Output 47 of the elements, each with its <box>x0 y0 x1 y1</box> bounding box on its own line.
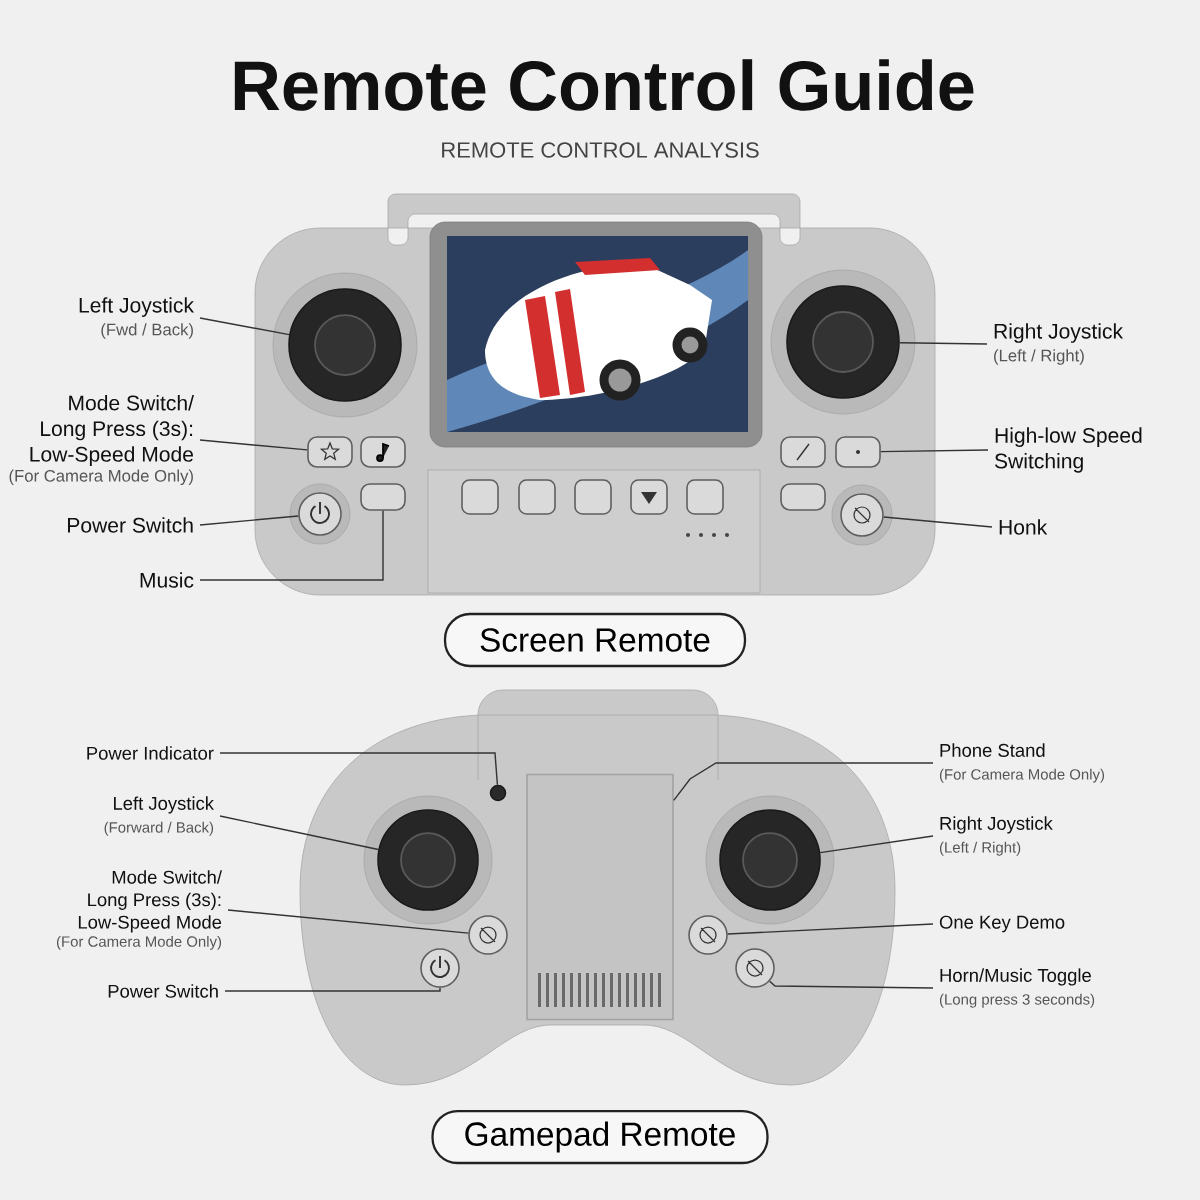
music-button <box>360 483 406 511</box>
leader-line <box>199 515 299 526</box>
callout-label: Honk <box>999 519 1048 535</box>
mode-button <box>468 915 508 955</box>
power-button <box>420 948 460 988</box>
leader-line <box>224 987 441 992</box>
horn-button <box>735 948 775 988</box>
leader-line <box>883 516 993 528</box>
mode-button <box>307 436 353 468</box>
leader-line <box>219 752 499 786</box>
leader-line <box>199 510 384 581</box>
leader-line <box>819 835 934 854</box>
callout-label: Power Switch <box>68 517 193 533</box>
callout-label: Power Indicator <box>87 746 214 760</box>
callout-label: Right Joystick (Left / Right) <box>994 323 1124 365</box>
leader-line <box>219 815 380 851</box>
sound-button <box>780 436 826 468</box>
caption-pill: Gamepad Remote <box>431 1109 769 1165</box>
leader-line <box>199 317 290 336</box>
leader-line <box>673 762 934 801</box>
blank-button <box>780 483 826 511</box>
callout-label: Mode Switch/ Long Press (3s): Low-Speed Mode (For Camera Mode Only) <box>9 395 194 486</box>
indicator-light <box>489 784 507 802</box>
callout-label: Right Joystick (Left / Right) <box>939 816 1053 856</box>
title: Remote Control Guide <box>234 59 974 111</box>
callout-label: Music <box>140 572 194 588</box>
subtitle: REMOTE CONTROL ANALYSIS <box>442 142 759 158</box>
phone-stand <box>526 773 674 1021</box>
callout-label: Mode Switch/ Long Press (3s): Low-Speed Mode (For Camera Mode Only) <box>56 870 222 950</box>
power-button <box>298 492 342 536</box>
callout-label: Phone Stand (For Camera Mode Only) <box>939 743 1105 783</box>
callout-label: Power Switch <box>108 984 218 998</box>
leader-line <box>227 909 469 934</box>
callout-label: High-low Speed Switching <box>995 427 1142 473</box>
demo-button <box>688 915 728 955</box>
callout-label: One Key Demo <box>939 915 1065 933</box>
speed-button <box>835 436 881 468</box>
horn-button <box>840 493 884 537</box>
leader-line <box>727 923 934 935</box>
leader-line <box>199 439 308 451</box>
callout-label: Left Joystick (Fwd / Back) <box>79 297 194 339</box>
callout-label: Horn/Music Toggle (Long press 3 seconds) <box>939 968 1095 1008</box>
leader-line <box>899 342 988 345</box>
callout-label: Left Joystick (Forward / Back) <box>104 796 214 836</box>
leader-line <box>880 449 989 453</box>
leader-line <box>769 980 934 989</box>
caption-pill: Screen Remote <box>443 612 747 668</box>
